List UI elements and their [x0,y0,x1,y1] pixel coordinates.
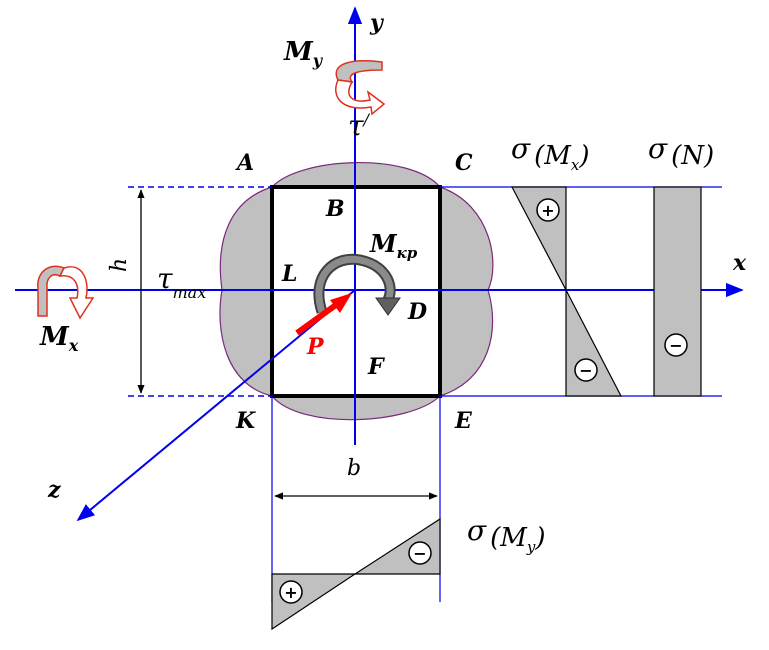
point-k-label: K [235,408,256,434]
sigma-my-label: σ(My) [467,514,546,556]
torque-label: Mкр [369,229,418,262]
svg-text:−: − [669,336,682,355]
svg-text:+: + [284,583,297,602]
plus-sign-my: + [279,580,303,604]
my-moment-label: My [283,37,324,70]
minus-sign-n: − [664,333,688,357]
tau-prime-label: τ/ [348,109,371,142]
sigma-mx-label: σ(Mx) [511,132,590,174]
minus-sign-mx: − [574,358,598,382]
sigma-n-label: σ(N) [648,132,714,171]
force-p-label: P [306,334,325,360]
my-moment-arrow-icon [335,60,386,116]
width-label: b [347,456,361,481]
z-axis-label: z [47,477,61,503]
point-b-label: B [325,196,345,222]
point-f-label: F [367,354,385,380]
mx-moment-label: Mx [39,322,79,355]
point-a-label: A [235,150,254,176]
torque-arrow-icon [313,253,401,316]
plus-sign-mx: + [536,198,560,222]
z-axis [76,289,356,522]
height-label: h [107,258,132,272]
sigma-mx-negative-area [565,289,622,397]
point-d-label: D [407,299,427,325]
svg-text:−: − [579,361,592,380]
force-p-arrow-icon [295,293,352,336]
point-c-label: C [455,150,473,176]
svg-text:−: − [413,544,426,563]
minus-sign-my: − [408,541,432,565]
point-e-label: E [454,408,473,434]
svg-text:+: + [541,201,554,220]
x-axis-label: x [732,250,747,276]
sigma-n-area [653,186,702,397]
mx-moment-arrow-icon [37,265,95,320]
tau-max-label: τmax [157,262,206,302]
point-l-label: L [281,261,297,287]
y-axis-label: y [369,10,385,36]
